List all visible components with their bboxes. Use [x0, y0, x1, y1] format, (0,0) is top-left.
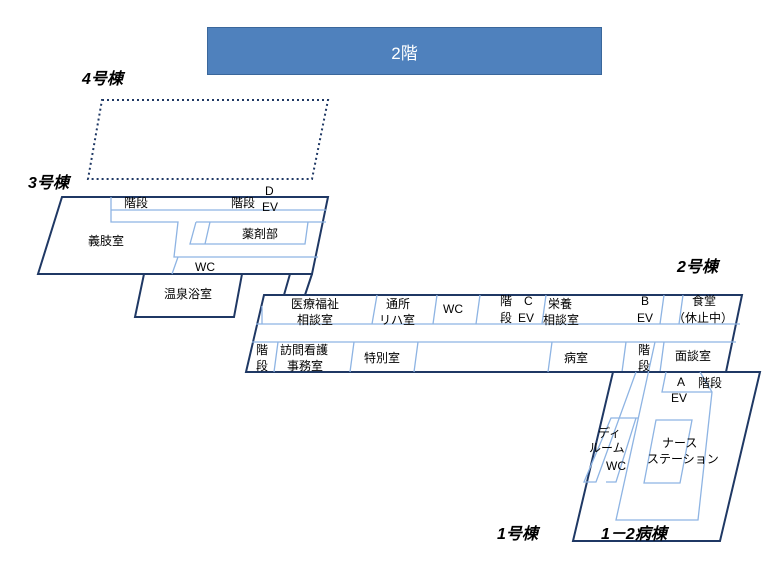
room-ev-d: EV: [262, 200, 278, 214]
room-wc-3: WC: [195, 260, 215, 274]
room-stairs-left-1: 階: [256, 342, 268, 357]
room-ev-a-1: A: [677, 375, 685, 389]
room-stairs-a: 階段: [698, 375, 722, 390]
wing-label-ward-1-2: 1－2病棟: [601, 525, 670, 543]
room-dayroom-2: ルーム: [589, 441, 625, 455]
room-wc-2: WC: [443, 302, 463, 316]
bath-wing-outline: [133, 273, 244, 318]
room-stairs-left-2: 段: [256, 358, 268, 373]
wing-label-3: 3号棟: [28, 174, 72, 192]
room-ev-b-1: B: [641, 294, 649, 308]
room-cafeteria-2: （休止中）: [673, 310, 733, 325]
room-ev-a-2: EV: [671, 391, 687, 405]
wing-label-2: 2号棟: [676, 258, 721, 276]
room-stairs-right-2: 段: [638, 358, 650, 373]
building-3-outline: [36, 196, 330, 275]
floor-title-banner: 2階: [207, 27, 602, 75]
room-outpatient-rehab-1: 通所: [386, 297, 410, 311]
room-ward: 病室: [564, 350, 588, 365]
room-ev-b-2: EV: [637, 311, 653, 325]
floor-title: 2階: [391, 43, 418, 63]
room-medical-welfare-1: 医療福祉: [291, 296, 339, 311]
room-outpatient-rehab-2: リハ室: [379, 312, 415, 327]
room-ev-c-2: EV: [518, 311, 534, 325]
wing-label-4: 4号棟: [81, 70, 126, 88]
room-stairs-3b: 階段: [231, 195, 255, 210]
ward-1-2-outline: [571, 371, 762, 542]
building-4-outline: [86, 99, 330, 180]
room-ev-c-1: C: [524, 294, 533, 308]
room-cafeteria-1: 食堂: [692, 293, 716, 308]
room-stairs-right-1: 階: [638, 342, 650, 357]
room-home-nursing-1: 訪問看護: [280, 342, 328, 357]
room-pharmacy: 薬剤部: [242, 226, 278, 241]
ward-1-2-inner-walls: [583, 341, 713, 521]
room-dayroom-1: ディ: [598, 425, 621, 440]
room-medical-welfare-2: 相談室: [297, 312, 333, 327]
wing-label-1: 1号棟: [497, 525, 541, 543]
room-interview: 面談室: [675, 348, 711, 363]
link-corridor: [283, 273, 313, 296]
room-stairs-c-1: 階: [500, 293, 512, 308]
room-nurse-station-2: ステーション: [647, 452, 719, 466]
room-nutrition-1: 栄養: [548, 296, 572, 311]
room-nutrition-2: 相談室: [543, 312, 579, 327]
building-3-corridor-walls: [110, 197, 326, 275]
building-2-inner-walls: [252, 294, 740, 373]
room-prosthetics: 義肢室: [88, 233, 124, 248]
room-home-nursing-2: 事務室: [287, 358, 323, 373]
room-stairs-3a: 階段: [124, 195, 148, 210]
room-ev-d-label: D: [265, 184, 274, 198]
room-stairs-c-2: 段: [500, 310, 512, 325]
room-nurse-station-1: ナース: [662, 436, 697, 450]
room-special: 特別室: [364, 350, 400, 365]
room-wc-1: WC: [606, 459, 626, 473]
room-hot-spring-bath: 温泉浴室: [164, 286, 212, 301]
